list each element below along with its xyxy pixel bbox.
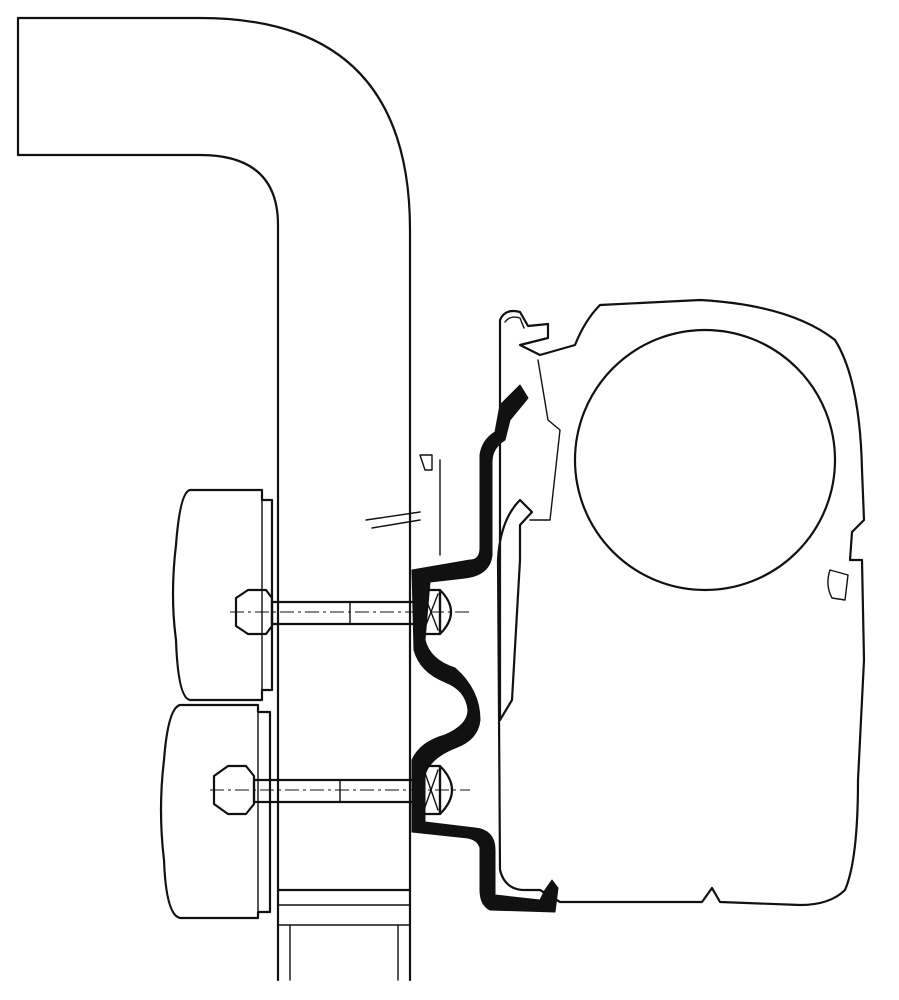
interior-trim-upper bbox=[171, 488, 274, 702]
awning-roller-tube bbox=[573, 328, 837, 592]
mounting-bolt-upper bbox=[230, 588, 470, 636]
interior-trim-lower bbox=[159, 703, 272, 920]
vehicle-wall-section bbox=[16, 16, 412, 982]
awning-adapter-rail bbox=[365, 384, 559, 913]
awning-cassette-housing bbox=[496, 298, 866, 907]
mounting-bolt-lower bbox=[210, 764, 470, 816]
